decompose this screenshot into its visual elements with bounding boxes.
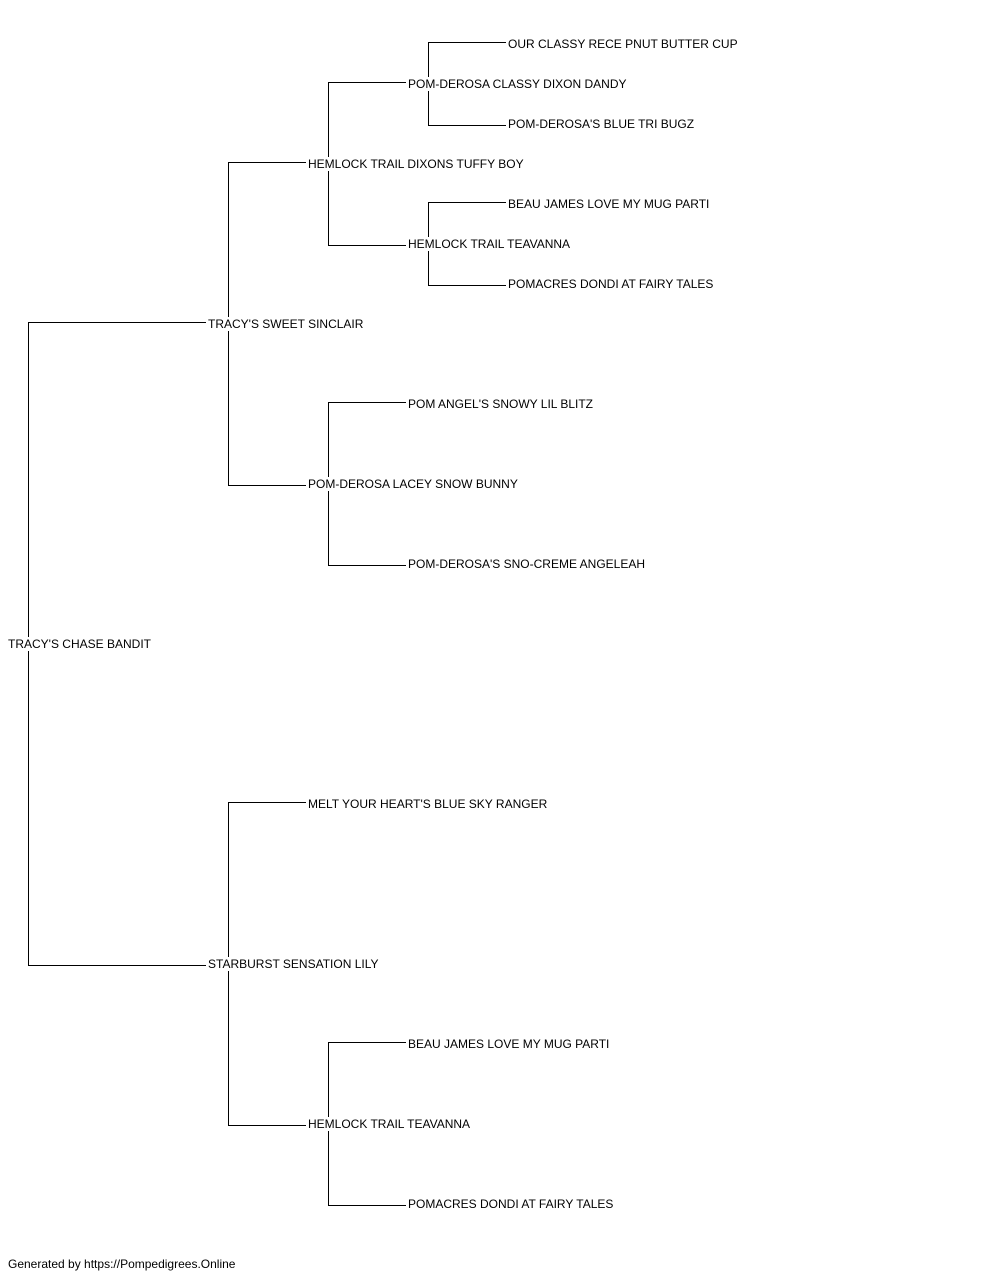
footer-credit: Generated by https://Pompedigrees.Online [8, 1257, 236, 1271]
dog-name-sire-dam: POM-DEROSA LACEY SNOW BUNNY [307, 477, 519, 491]
dog-name-dam-dam-dam: POMACRES DONDI AT FAIRY TALES [407, 1197, 615, 1211]
dog-name-dam-dam-sire: BEAU JAMES LOVE MY MUG PARTI [407, 1037, 611, 1051]
dog-name-sire-sire-dam-sire: BEAU JAMES LOVE MY MUG PARTI [507, 197, 711, 211]
dog-name-sire-sire-sire: POM-DEROSA CLASSY DIXON DANDY [407, 77, 628, 91]
dog-name-dam-sire: MELT YOUR HEART'S BLUE SKY RANGER [307, 797, 549, 811]
dog-name-sire: TRACY'S SWEET SINCLAIR [207, 317, 365, 331]
dog-name-dam: STARBURST SENSATION LILY [207, 957, 380, 971]
dog-name-sire-dam-sire: POM ANGEL'S SNOWY LIL BLITZ [407, 397, 595, 411]
dog-name-root: TRACY'S CHASE BANDIT [7, 637, 152, 651]
dog-name-sire-sire-dam-dam: POMACRES DONDI AT FAIRY TALES [507, 277, 715, 291]
dog-name-dam-dam: HEMLOCK TRAIL TEAVANNA [307, 1117, 472, 1131]
dog-name-sire-dam-dam: POM-DEROSA'S SNO-CREME ANGELEAH [407, 557, 646, 571]
dog-name-sire-sire-sire-dam: POM-DEROSA'S BLUE TRI BUGZ [507, 117, 696, 131]
dog-name-sire-sire: HEMLOCK TRAIL DIXONS TUFFY BOY [307, 157, 525, 171]
dog-name-sire-sire-sire-sire: OUR CLASSY RECE PNUT BUTTER CUP [507, 37, 739, 51]
dog-name-sire-sire-dam: HEMLOCK TRAIL TEAVANNA [407, 237, 572, 251]
